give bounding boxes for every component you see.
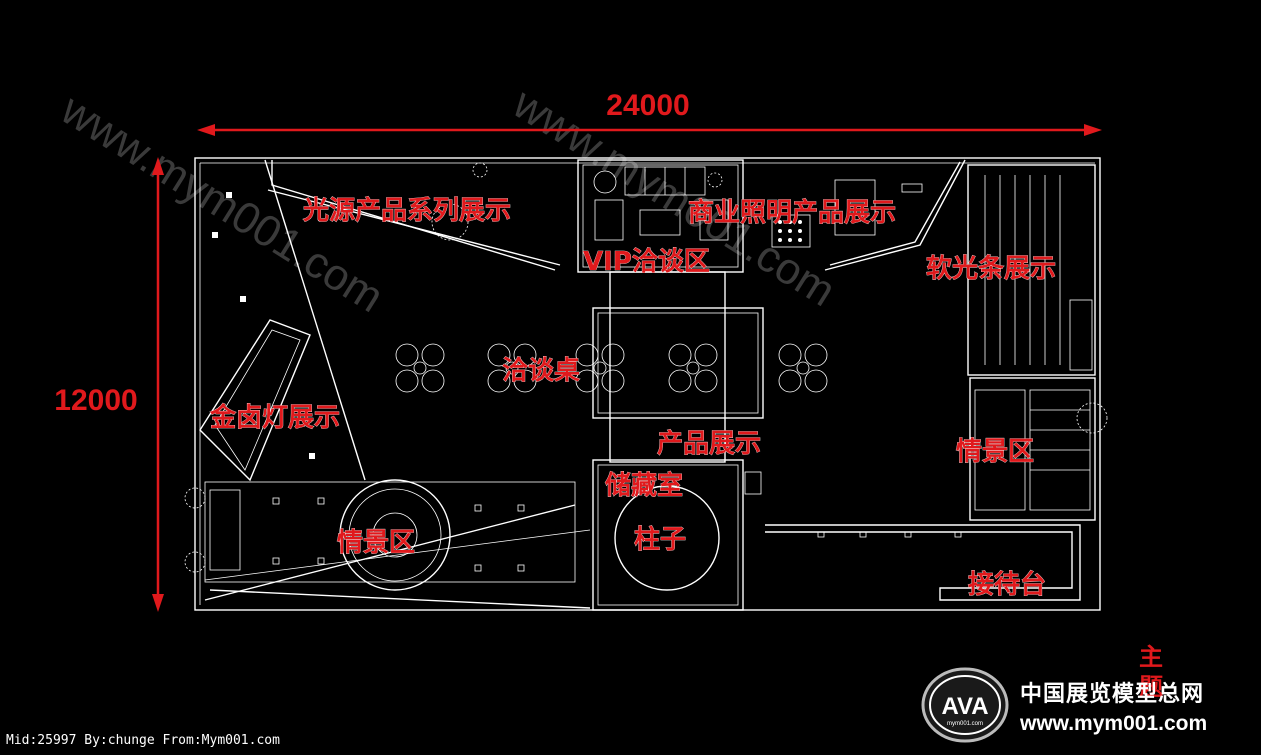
label-commercial: 商业照明产品展示 — [688, 197, 896, 228]
height-dimension: 12000 — [54, 157, 164, 612]
label-metal-halide: 金卤灯展示 — [209, 402, 340, 433]
theme-label: 主题 — [1139, 643, 1163, 701]
logo-sub: mym001.com — [947, 721, 983, 727]
label-pillar: 柱子 — [634, 525, 686, 555]
logo-mark: AVA — [941, 693, 988, 720]
logo-name: 中国展览模型总网 — [1020, 682, 1205, 707]
footer-credit: Mid:25997 By:chunge From:Mym001.com — [6, 733, 280, 748]
scene-platform — [204, 479, 576, 591]
width-dimension: 24000 — [197, 89, 1102, 136]
storage-room — [592, 459, 762, 611]
label-light-source: 光源产品系列展示 — [302, 196, 511, 226]
label-negotiation-table: 洽谈桌 — [502, 356, 580, 386]
plant-symbols — [184, 162, 1108, 573]
label-scene-right: 情景区 — [956, 437, 1034, 467]
negotiation-tables — [395, 343, 828, 393]
height-label: 12000 — [54, 384, 137, 417]
scene-right-area — [969, 377, 1096, 521]
width-label: 24000 — [606, 89, 689, 122]
soft-strip-display — [967, 164, 1096, 376]
label-vip: VIP洽谈区 — [583, 247, 710, 277]
commercial-display — [771, 179, 923, 248]
label-soft-strip: 软光条展示 — [926, 254, 1056, 284]
light-fixtures — [212, 192, 525, 572]
label-storage: 储藏室 — [605, 470, 683, 501]
label-product-display: 产品展示 — [657, 429, 761, 459]
central-area — [592, 271, 764, 463]
label-scene-left: 情景区 — [337, 528, 415, 558]
logo-url: www.mym001.com — [1020, 712, 1208, 735]
ava-logo-icon: AVA mym001.com — [921, 667, 1009, 743]
reception-desk — [765, 524, 1081, 601]
interior-walls — [199, 159, 966, 609]
label-reception: 接待台 — [968, 569, 1046, 600]
